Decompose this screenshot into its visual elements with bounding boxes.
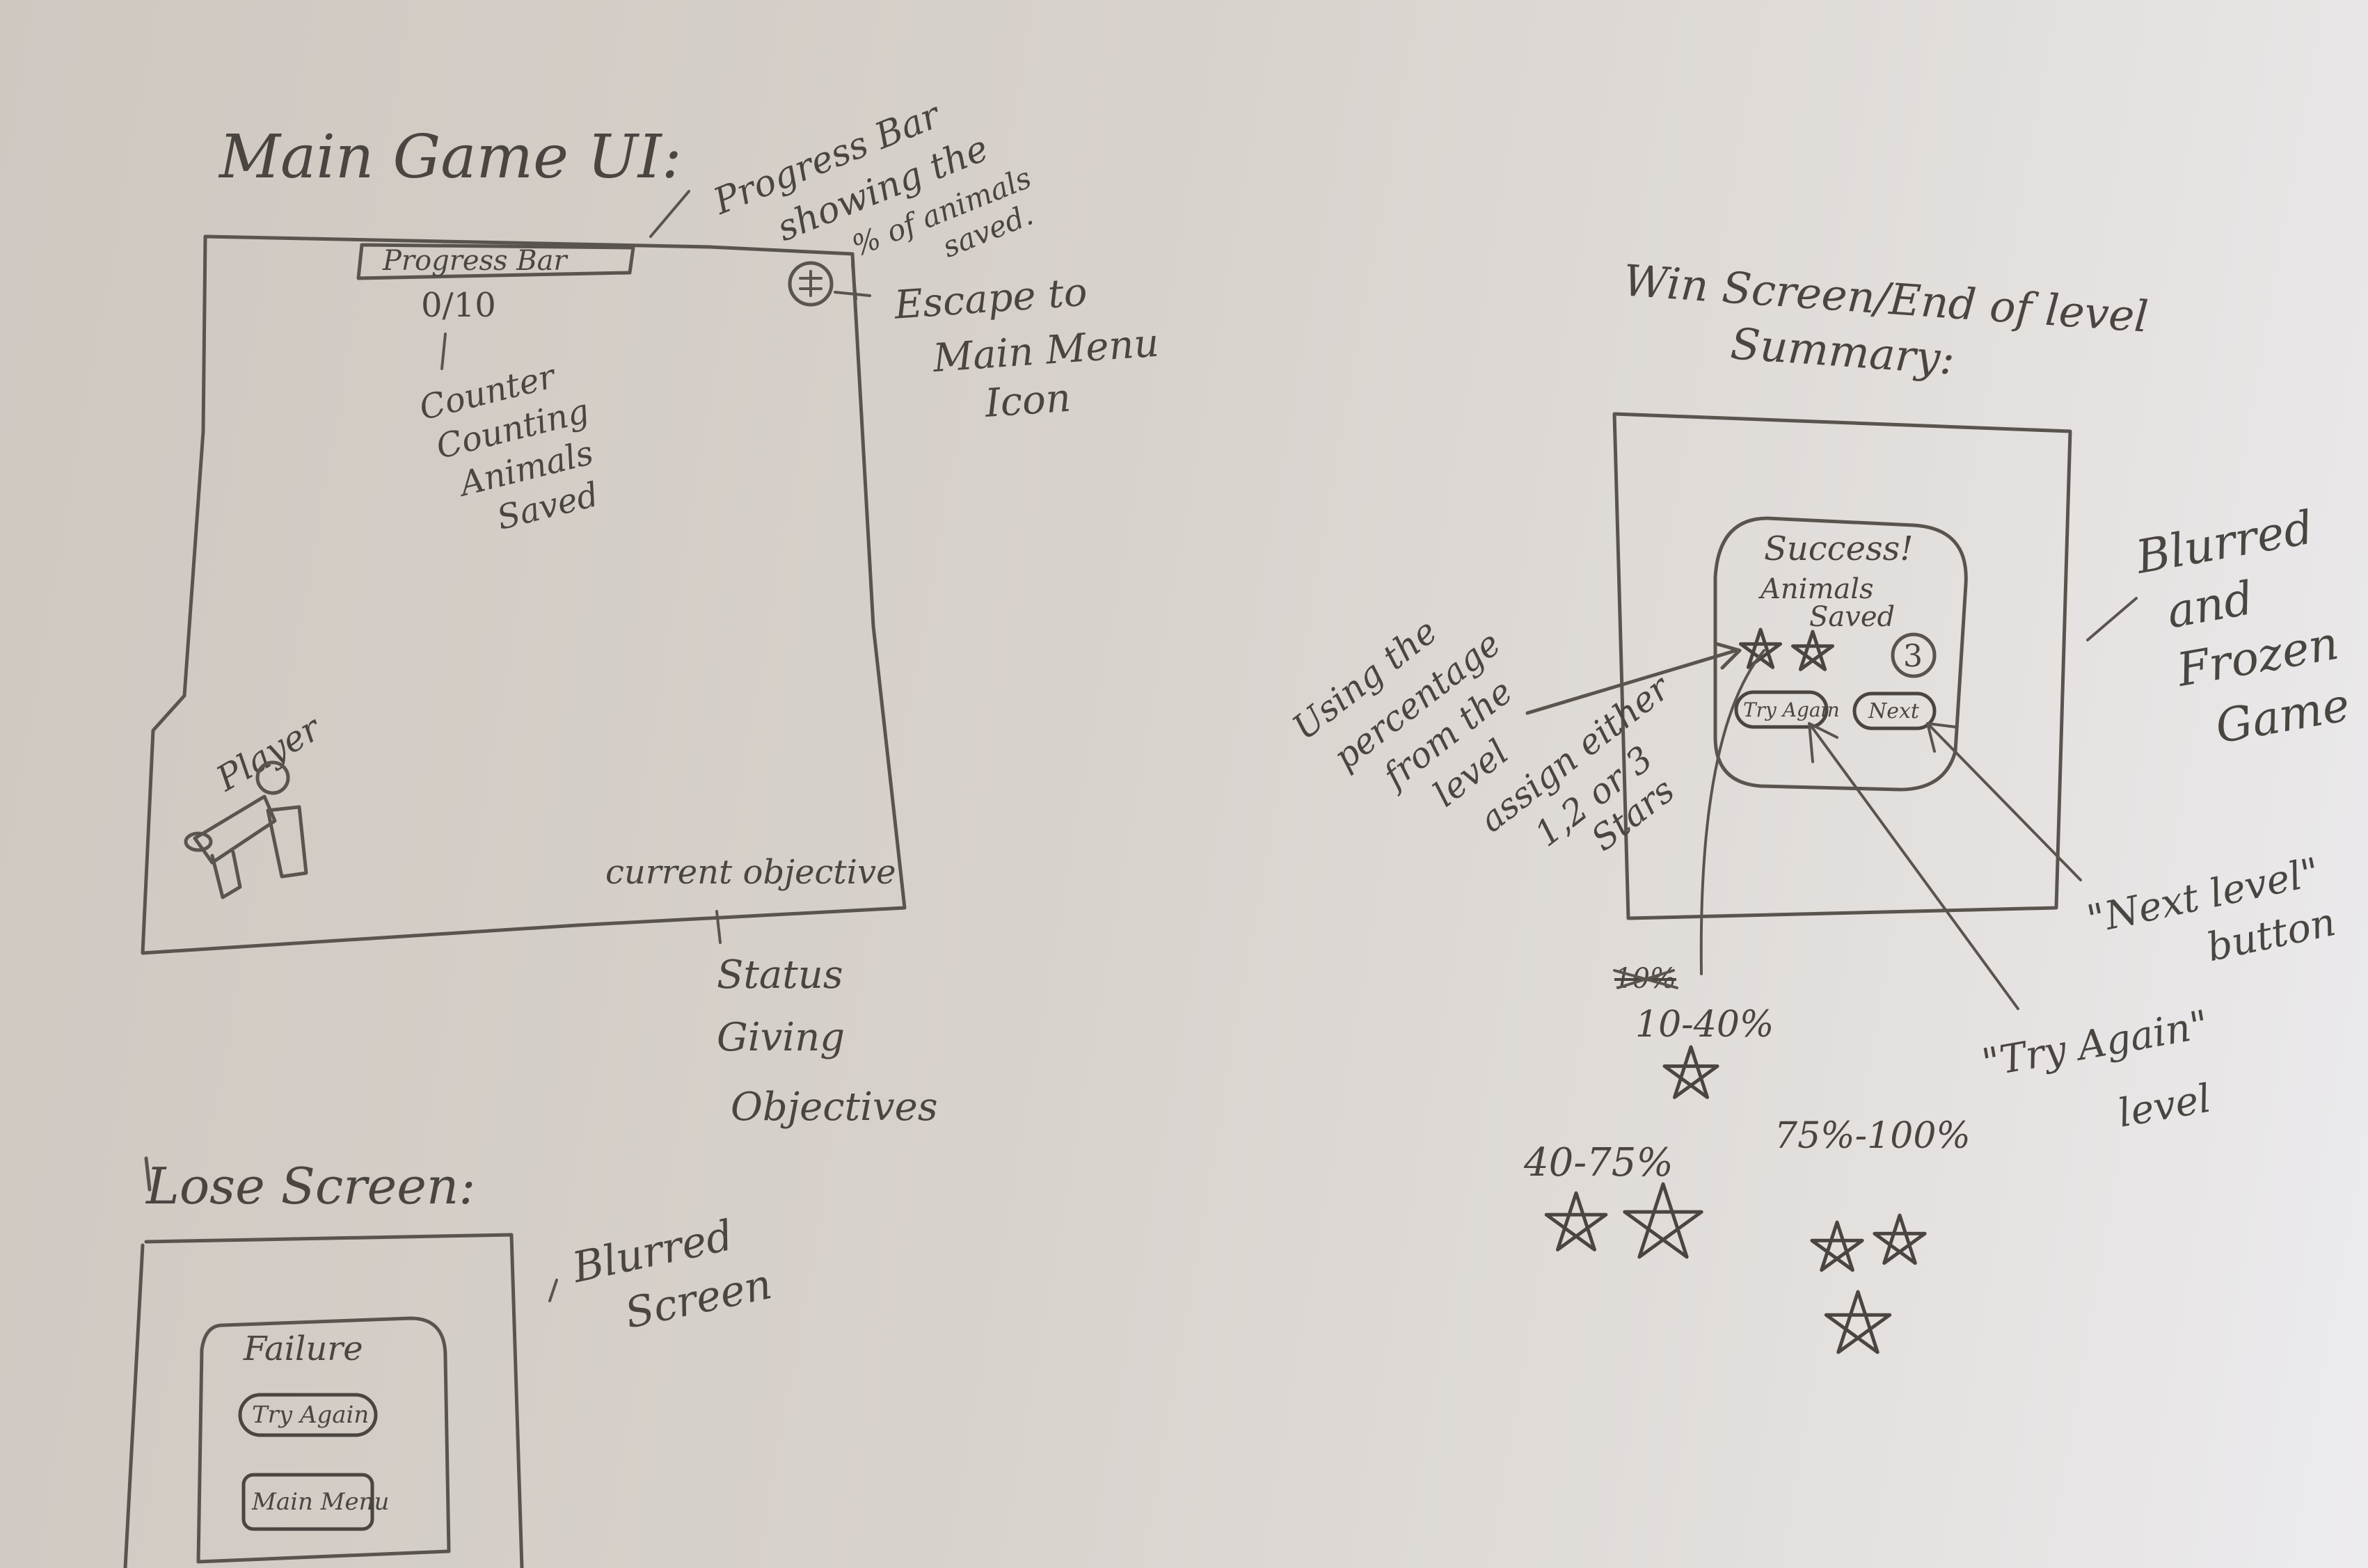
- status-note: Status Giving Objectives: [717, 952, 938, 1130]
- lose-screen-heading: Lose Screen:: [145, 1157, 476, 1215]
- svg-text:3: 3: [1903, 639, 1923, 674]
- counter-note: Counter Counting Animals Saved: [415, 356, 602, 538]
- game-frame: [141, 234, 907, 955]
- win-star-2: [1791, 630, 1834, 671]
- tier-stars: [1544, 1045, 1927, 1354]
- win-stars: [1739, 627, 1834, 671]
- counter-pointer: [440, 333, 447, 370]
- svg-text:level: level: [2115, 1075, 2214, 1136]
- tier-3-star-3: [1824, 1290, 1892, 1354]
- saved-count-badge: 3: [1891, 632, 1937, 678]
- svg-text:Icon: Icon: [983, 376, 1072, 427]
- try-again-note: "Try Again" level: [1979, 1002, 2215, 1136]
- svg-text:Saved: Saved: [1809, 601, 1895, 633]
- escape-menu-icon[interactable]: [788, 261, 834, 307]
- player-label: Player: [209, 707, 329, 799]
- svg-text:Try Again: Try Again: [1743, 698, 1840, 721]
- svg-text:Try Again: Try Again: [252, 1401, 369, 1429]
- lose-blurred-note: Blurred Screen: [568, 1211, 776, 1338]
- win-dialog-subtitle: Animals Saved: [1758, 573, 1895, 633]
- win-star-1: [1739, 627, 1782, 669]
- svg-text:and: and: [2163, 571, 2257, 639]
- main-game-heading: Main Game UI:: [218, 122, 682, 192]
- progress-bar: Progress Bar: [356, 243, 635, 280]
- svg-text:Giving: Giving: [717, 1015, 845, 1060]
- lose-screen-section: Lose Screen: Failure Try Again Main Menu…: [123, 1156, 776, 1568]
- objective-pointer: [715, 910, 722, 944]
- win-blurred-note: Blurred and Frozen Game: [2131, 500, 2353, 753]
- svg-text:Animals: Animals: [1758, 573, 1874, 605]
- svg-text:Main Menu: Main Menu: [251, 1488, 389, 1516]
- svg-text:Blurred: Blurred: [2131, 500, 2317, 584]
- star-tiers: 10% 10-40% 40-75% 75%-100%: [1523, 963, 1971, 1354]
- player-character: [184, 760, 308, 899]
- tier-pointer: [1699, 649, 1765, 975]
- current-objective: current objective: [605, 853, 896, 892]
- tier-1-star-1: [1662, 1045, 1719, 1099]
- svg-text:Main Menu: Main Menu: [931, 321, 1161, 382]
- svg-text:Summary:: Summary:: [1729, 318, 1957, 384]
- tier-3-range: 75%-100%: [1774, 1115, 1971, 1157]
- win-screen-heading: Win Screen/End of level Summary:: [1622, 255, 2150, 384]
- percentage-arrow: [1525, 641, 1742, 715]
- win-next-button[interactable]: Next: [1852, 691, 1937, 730]
- percentage-note: Using the percentage from the level assi…: [1285, 611, 1682, 859]
- next-arrow: [1926, 722, 2082, 881]
- lose-dialog-title: Failure: [243, 1329, 363, 1368]
- tier-2-star-1: [1544, 1191, 1608, 1251]
- escape-note: Escape to Main Menu Icon: [892, 270, 1161, 427]
- lose-dialog: [196, 1316, 451, 1564]
- svg-text:Next: Next: [1868, 699, 1920, 723]
- main-game-section: Main Game UI: Progress Bar 0/10 Counter …: [141, 94, 1161, 1130]
- tier-3-star-1: [1810, 1220, 1864, 1272]
- progress-bar-label: Progress Bar: [382, 245, 569, 277]
- lose-try-again-button[interactable]: Try Again: [238, 1393, 378, 1437]
- tier-3-star-2: [1873, 1213, 1927, 1265]
- svg-text:"Try Again": "Try Again": [1979, 1002, 2212, 1086]
- next-level-note: "Next level" button: [2083, 849, 2339, 970]
- lose-frame: [123, 1233, 524, 1568]
- svg-text:Escape to: Escape to: [892, 270, 1088, 328]
- tier-2-range: 40-75%: [1523, 1140, 1674, 1185]
- animal-counter: 0/10: [421, 286, 496, 325]
- win-blurred-pointer: [2086, 597, 2138, 641]
- escape-pointer: [834, 263, 871, 301]
- lose-blurred-pointer: [548, 1279, 558, 1302]
- tier-2-star-2: [1623, 1182, 1703, 1259]
- win-dialog-title: Success!: [1764, 529, 1914, 568]
- win-try-again-button[interactable]: Try Again: [1734, 690, 1840, 729]
- svg-text:Objectives: Objectives: [731, 1085, 938, 1130]
- tier-strikeout: [1613, 969, 1678, 989]
- win-frame: [1612, 412, 2072, 920]
- svg-text:Game: Game: [2211, 678, 2353, 753]
- lose-main-menu-button[interactable]: Main Menu: [241, 1473, 389, 1531]
- lose-heading-tick: [144, 1156, 152, 1192]
- try-again-arrow: [1808, 722, 2019, 1010]
- progress-note-pointer: [649, 190, 690, 238]
- svg-text:Status: Status: [717, 952, 843, 998]
- win-screen-section: Win Screen/End of level Summary: Success…: [1285, 255, 2353, 1354]
- tier-1-range: 10-40%: [1635, 1004, 1774, 1046]
- win-dialog: [1713, 516, 1968, 792]
